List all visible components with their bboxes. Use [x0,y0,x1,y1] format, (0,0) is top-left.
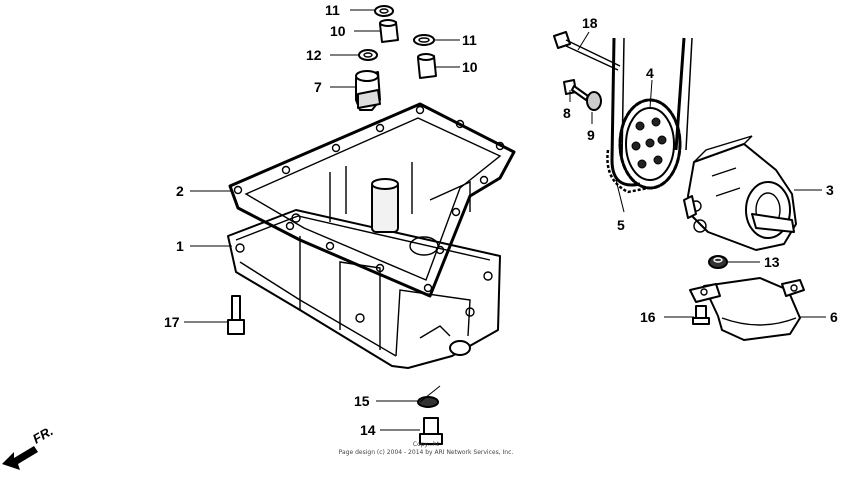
callout-10b: 10 [462,59,478,75]
callout-8: 8 [563,105,571,121]
callout-12: 12 [306,47,322,63]
oil-pump-sprocket[interactable] [618,98,682,190]
o-ring-11a[interactable] [374,5,394,17]
oil-pan[interactable] [227,209,501,369]
o-ring-12[interactable] [358,49,378,61]
bolt-18[interactable] [553,31,621,71]
bolt-17[interactable] [227,295,245,335]
callout-18: 18 [582,15,598,31]
oil-strainer[interactable] [689,277,805,341]
callout-10a: 10 [330,23,346,39]
oil-pan-gasket[interactable] [228,102,516,298]
callout-14: 14 [360,422,376,438]
callout-6: 6 [830,309,838,325]
o-ring-11b[interactable] [413,34,435,46]
callout-9: 9 [587,127,595,143]
callout-11a: 11 [325,2,340,18]
sealing-washer-15[interactable] [417,396,439,408]
forward-arrow-icon: FR. [2,423,56,470]
drive-chain[interactable] [606,37,693,194]
collar-10a[interactable] [379,19,399,43]
washer-13[interactable] [708,255,728,269]
callout-3: 3 [826,182,834,198]
callout-5: 5 [617,217,625,233]
collar-10b[interactable] [417,53,437,79]
bolt-8[interactable] [563,79,589,101]
drain-bolt-14[interactable] [419,417,443,445]
callout-1: 1 [176,238,184,254]
callout-11b: 11 [462,32,477,48]
callout-7: 7 [314,79,322,95]
callout-2: 2 [176,183,184,199]
direction-label: FR. [30,423,56,446]
leader-lines [184,9,826,431]
callout-4: 4 [646,65,654,81]
callout-17: 17 [164,314,180,330]
callout-15: 15 [354,393,370,409]
copyright-line-2: Page design (c) 2004 - 2014 by ARI Netwo… [339,449,514,456]
oil-pump[interactable] [683,135,797,251]
washer-9[interactable] [586,91,602,111]
callout-13: 13 [764,254,780,270]
callout-numbers: 11 10 12 7 11 10 2 1 17 15 14 18 4 8 9 5… [164,2,838,438]
oil-pipe-fitting[interactable] [355,70,381,111]
callout-16: 16 [640,309,656,325]
copyright-line-1: Copy...ht [413,441,440,448]
bolt-16[interactable] [692,305,710,325]
